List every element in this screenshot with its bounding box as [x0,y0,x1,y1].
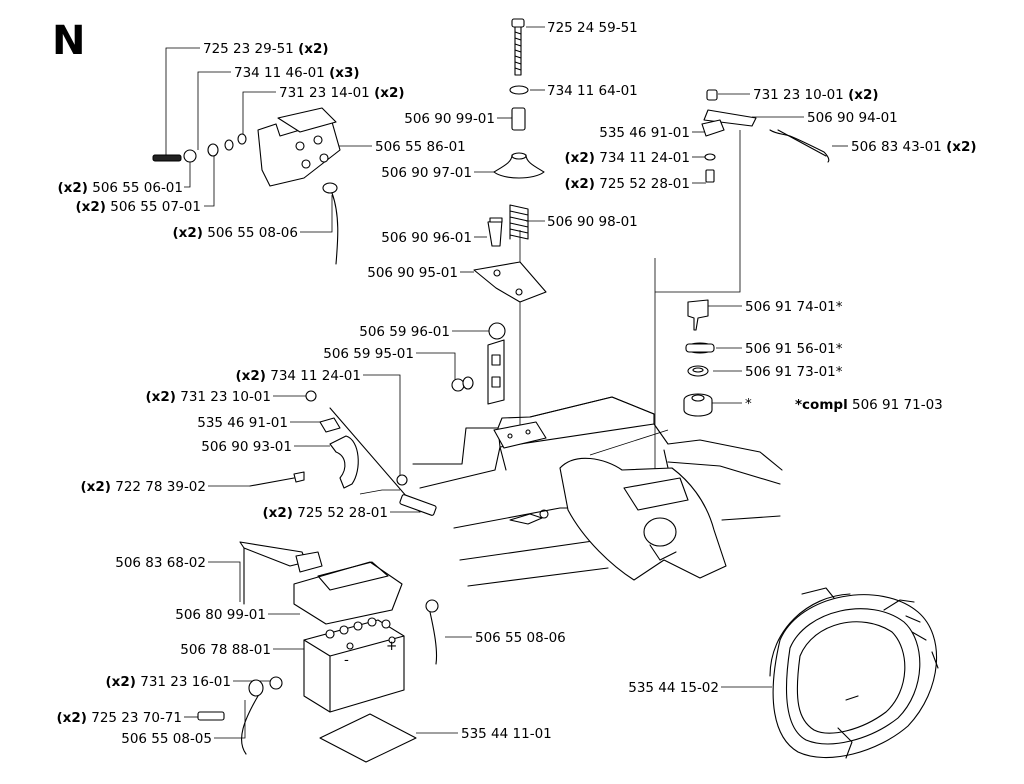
label-row: 734 11 46-01 (x3) [234,65,360,81]
ignition-switch-assembly [152,107,341,265]
key-switch-assembly [683,299,715,417]
label-row: 731 23 10-01 (x2) [753,87,879,103]
label-row: 725 24 59-51 [547,20,638,36]
label-row: 506 91 73-01* [745,364,843,380]
wire-harness [769,587,939,759]
label-row: 506 90 98-01 [547,214,638,230]
label-row: 506 55 08-06 [475,630,566,646]
label-row: 506 90 97-01 [381,165,472,181]
label-row: 535 46 91-01 [197,415,288,431]
compl-note: *compl 506 91 71-03 [795,397,943,413]
label-row: 731 23 14-01 (x2) [279,85,405,101]
label-row: (x2) 734 11 24-01 [564,150,690,166]
seat-switch-parts [701,89,830,183]
label-row: 535 44 11-01 [461,726,552,742]
label-row: 506 91 74-01* [745,299,843,315]
label-row: 506 59 95-01 [323,346,414,362]
label-row: 535 46 91-01 [599,125,690,141]
label-row: (x2) 722 78 39-02 [80,479,206,495]
label-row: (x2) 506 55 06-01 [57,180,183,196]
part-labels: 725 23 29-51 (x2) 734 11 46-01 (x3) 731 … [56,20,976,747]
label-row: 734 11 64-01 [547,83,638,99]
bracket-assembly [249,390,437,516]
label-row: 535 44 15-02 [628,680,719,696]
label-row: (x2) 506 55 07-01 [75,199,201,215]
label-row: 506 83 68-02 [115,555,206,571]
label-row: (x2) 731 23 16-01 [105,674,231,690]
battery-minus-label: - [344,652,349,668]
label-row: (x2) 734 11 24-01 [235,368,361,384]
label-row: 506 90 93-01 [201,439,292,455]
label-row: 506 90 96-01 [381,230,472,246]
chassis-frame [412,396,783,587]
section-letter: N [52,18,85,64]
label-row: 506 90 95-01 [367,265,458,281]
label-row: 506 78 88-01 [180,642,271,658]
label-row: (x2) 725 52 28-01 [564,176,690,192]
label-row: 506 55 08-05 [121,731,212,747]
label-row: 506 90 94-01 [807,110,898,126]
label-row: (x2) 731 23 10-01 [145,389,271,405]
label-row: 506 83 43-01 (x2) [851,139,977,155]
label-row: (x2) 725 52 28-01 [262,505,388,521]
battery-plus-label: + [386,638,397,654]
label-row: 506 90 99-01 [404,111,495,127]
label-row: 725 23 29-51 (x2) [203,41,329,57]
label-row: (x2) 725 23 70-71 [56,710,182,726]
label-row: * [745,396,752,412]
label-row: (x2) 506 55 08-06 [172,225,298,241]
label-row: 506 91 56-01* [745,341,843,357]
seat-spring-stack [451,18,547,449]
label-row: 506 55 86-01 [375,139,466,155]
battery-assembly: - + [197,541,439,763]
label-row: 506 80 99-01 [175,607,266,623]
label-row: 506 59 96-01 [359,324,450,340]
